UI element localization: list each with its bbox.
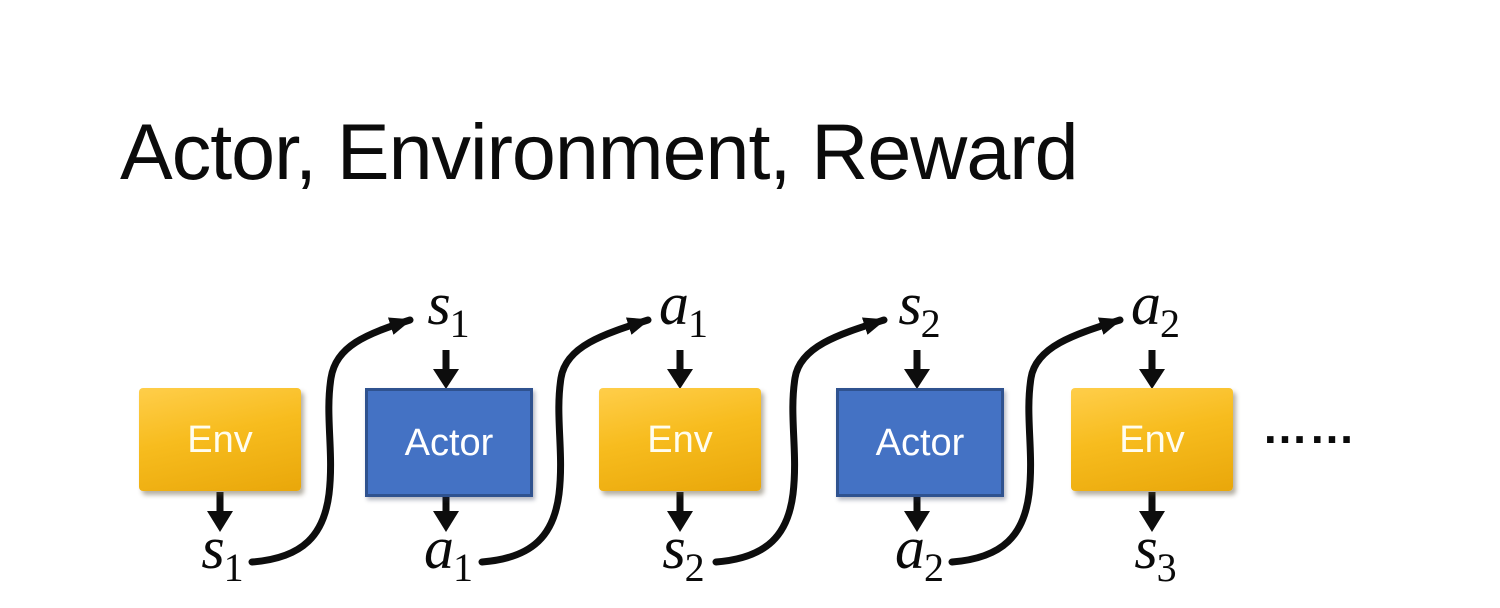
actor-box-1-label: Actor <box>404 421 494 464</box>
label-bottom-s1: s1 <box>201 515 244 590</box>
flow-curve-s1 <box>248 316 414 566</box>
input-arrow-s1 <box>433 350 459 389</box>
label-bottom-s2: s2 <box>662 515 705 590</box>
env-box-1: Env <box>139 388 301 491</box>
label-top-s1: s1 <box>427 271 470 346</box>
label-bottom-a2: a2 <box>895 515 944 590</box>
env-box-1-label: Env <box>187 418 253 461</box>
label-top-a2: a2 <box>1131 271 1180 346</box>
output-arrow-s2 <box>667 492 693 532</box>
actor-box-2: Actor <box>836 388 1004 497</box>
input-arrow-a1 <box>667 350 693 389</box>
output-arrow-s1 <box>207 492 233 532</box>
input-arrow-s2 <box>904 350 930 389</box>
input-arrow-a2 <box>1139 350 1165 389</box>
env-box-3: Env <box>1071 388 1233 491</box>
label-top-s2: s2 <box>898 271 941 346</box>
label-top-a1: a1 <box>659 271 708 346</box>
flow-curve-s2 <box>712 316 888 566</box>
flow-curve-a1 <box>478 316 652 566</box>
label-bottom-s3: s3 <box>1134 515 1177 590</box>
env-box-2: Env <box>599 388 761 491</box>
env-box-2-label: Env <box>647 418 713 461</box>
flow-curve-a2 <box>948 316 1124 566</box>
label-bottom-a1: a1 <box>424 515 473 590</box>
actor-box-2-label: Actor <box>875 421 965 464</box>
page-title: Actor, Environment, Reward <box>120 107 1079 196</box>
actor-box-1: Actor <box>365 388 533 497</box>
env-box-3-label: Env <box>1119 418 1185 461</box>
continuation-ellipsis: …… <box>1262 401 1356 453</box>
output-arrow-s3 <box>1139 492 1165 532</box>
